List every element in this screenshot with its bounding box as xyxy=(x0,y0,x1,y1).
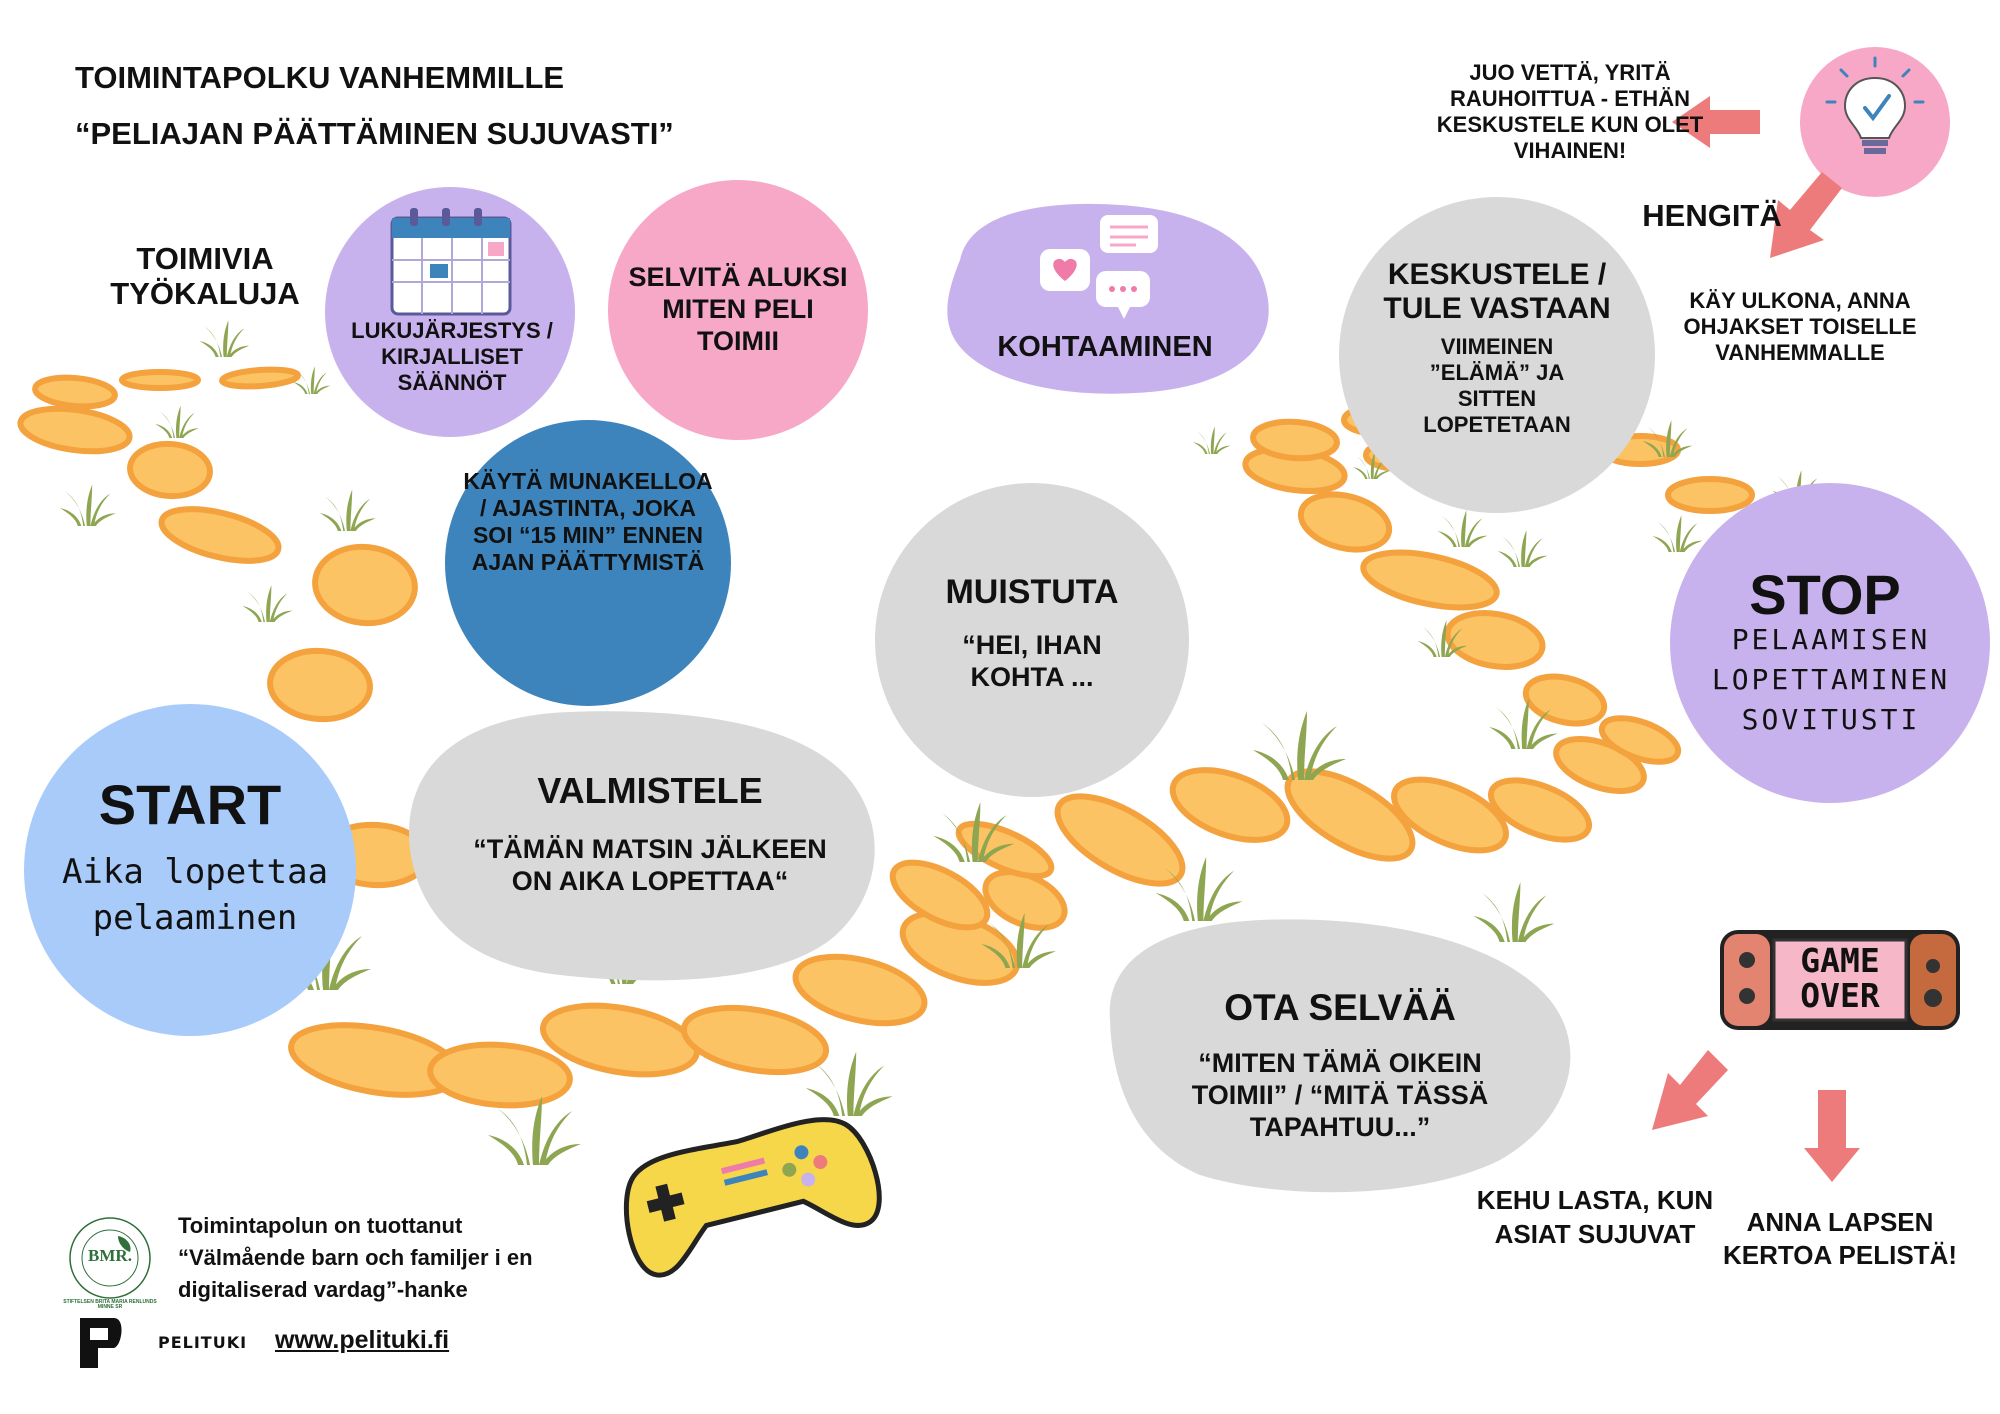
stepping-stone xyxy=(1487,777,1593,843)
grass-tuft xyxy=(1193,426,1231,454)
game-over-text: GAME OVER xyxy=(1800,941,1880,1015)
grass-tuft xyxy=(319,489,376,531)
stepping-stone xyxy=(680,1004,830,1076)
chat-bubbles-icon xyxy=(1040,215,1158,319)
remind-bubble xyxy=(875,483,1189,797)
pelituki-url-link[interactable]: www.pelituki.fi xyxy=(275,1326,450,1354)
grass-tuft xyxy=(1253,711,1346,780)
stepping-stone xyxy=(17,405,133,455)
stepping-stone xyxy=(1665,476,1755,514)
rules-text: SELVITÄ ALUKSI MITEN PELI TOIMII xyxy=(628,262,848,356)
page-title: TOIMINTAPOLKU VANHEMMILLE xyxy=(75,60,565,95)
stepping-stone xyxy=(158,506,282,564)
bmr-logo-text: BMR. xyxy=(88,1246,132,1265)
remind-title: MUISTUTA xyxy=(945,573,1119,611)
stop-text: PELAAMISEN LOPETTAMINEN SOVITUSTI xyxy=(1711,623,1951,736)
prepare-bubble xyxy=(409,711,875,981)
grass-tuft xyxy=(1652,515,1703,552)
calendar-text: LUKUJÄRJESTYS / KIRJALLISET SÄÄNNÖT xyxy=(351,318,553,395)
stepping-stone xyxy=(312,543,418,627)
stop-title: STOP xyxy=(1749,563,1901,626)
stepping-stone xyxy=(1250,418,1340,462)
stepping-stone xyxy=(1297,491,1393,553)
stepping-stone xyxy=(119,369,201,391)
stepping-stone xyxy=(1444,610,1546,670)
tell-tip: ANNA LAPSEN KERTOA PELISTÄ! xyxy=(1722,1207,1957,1270)
arrow-to-praise-tip xyxy=(1652,1050,1728,1130)
stepping-stone xyxy=(792,953,928,1027)
find-out-bubble xyxy=(1109,919,1571,1193)
remind-text: “HEI, IHAN KOHTA ... xyxy=(962,630,1102,692)
discuss-bubble xyxy=(1339,197,1655,513)
grass-tuft xyxy=(1473,882,1555,942)
pelituki-logo-text: PELITUKI xyxy=(158,1333,248,1352)
outside-tip: KÄY ULKONA, ANNA OHJAKSET TOISELLE VANHE… xyxy=(1683,288,1917,365)
grass-tuft xyxy=(1437,510,1488,547)
discuss-text: VIIMEINEN ”ELÄMÄ” JA SITTEN LOPETETAAN xyxy=(1423,334,1571,437)
timer-bubble xyxy=(445,420,731,706)
stepping-stone xyxy=(955,820,1055,880)
stepping-stone xyxy=(1284,768,1416,862)
stepping-stone xyxy=(219,366,301,390)
prepare-title: VALMISTELE xyxy=(537,770,763,811)
grass-tuft xyxy=(242,585,293,622)
stepping-stone xyxy=(267,647,373,723)
praise-tip: KEHU LASTA, KUN ASIAT SUJUVAT xyxy=(1476,1185,1714,1249)
tools-label: TOIMIVIA TYÖKALUJA xyxy=(110,241,300,311)
bmr-logo xyxy=(69,1217,151,1299)
start-title: START xyxy=(98,773,282,836)
pelituki-logo xyxy=(80,1318,122,1368)
grass-tuft xyxy=(1497,530,1548,567)
prepare-text: “TÄMÄN MATSIN JÄLKEEN ON AIKA LOPETTAA“ xyxy=(473,834,827,896)
stepping-stone xyxy=(1360,549,1500,611)
stepping-stone xyxy=(427,1041,573,1109)
stepping-stone xyxy=(539,1002,701,1078)
credit-line-1: Toimintapolun on tuottanut xyxy=(178,1213,463,1238)
credits: Toimintapolun on tuottanut “Välmående ba… xyxy=(178,1210,533,1306)
start-bubble xyxy=(24,704,356,1036)
stepping-stone xyxy=(32,374,118,410)
grass-tuft xyxy=(155,405,199,438)
grass-tuft xyxy=(293,366,331,394)
breathe-tip: HENGITÄ xyxy=(1642,198,1782,233)
discuss-title: KESKUSTELE / TULE VASTAAN xyxy=(1383,258,1611,325)
find-out-title: OTA SELVÄÄ xyxy=(1224,987,1456,1028)
stepping-stone xyxy=(1522,673,1608,727)
stepping-stone xyxy=(1169,767,1291,843)
stepping-stone xyxy=(1054,793,1186,887)
gamepad-icon xyxy=(623,1117,882,1278)
find-out-text: “MITEN TÄMÄ OIKEIN TOIMII” / “MITÄ TÄSSÄ… xyxy=(1191,1048,1489,1142)
rules-bubble xyxy=(608,180,868,440)
credit-line-3: digitaliserad vardag”-hanke xyxy=(178,1276,468,1302)
arrow-to-tell-tip xyxy=(1804,1090,1860,1182)
water-tip: JUO VETTÄ, YRITÄ RAUHOITTUA - ETHÄN KESK… xyxy=(1436,60,1704,163)
lightbulb-icon xyxy=(1825,56,1925,154)
game-over-console-icon xyxy=(1720,930,1960,1030)
bmr-logo-ring-text: STIFTELSEN BRITA MARIA RENLUNDS MINNE SR xyxy=(63,1299,157,1310)
arrow-to-water-tip xyxy=(1672,96,1760,148)
meeting-text: KOHTAAMINEN xyxy=(997,331,1213,363)
stop-bubble xyxy=(1670,483,1990,803)
calendar-icon xyxy=(390,208,512,316)
stepping-stone xyxy=(127,440,213,500)
stepping-stone xyxy=(1391,776,1509,854)
timer-text: KÄYTÄ MUNAKELLOA / AJASTINTA, JOKA SOI “… xyxy=(463,468,713,576)
grass-tuft xyxy=(59,484,116,526)
grass-tuft xyxy=(199,320,250,357)
stepping-stone xyxy=(1598,715,1682,765)
page-subtitle: “PELIAJAN PÄÄTTÄMINEN SUJUVASTI” xyxy=(75,116,674,151)
start-text: Aika lopettaa pelaaminen xyxy=(61,852,329,938)
credit-line-2: “Välmående barn och familjer i en xyxy=(178,1244,533,1270)
arrow-to-outside-tip xyxy=(1770,172,1842,258)
stepping-stone xyxy=(889,859,991,931)
